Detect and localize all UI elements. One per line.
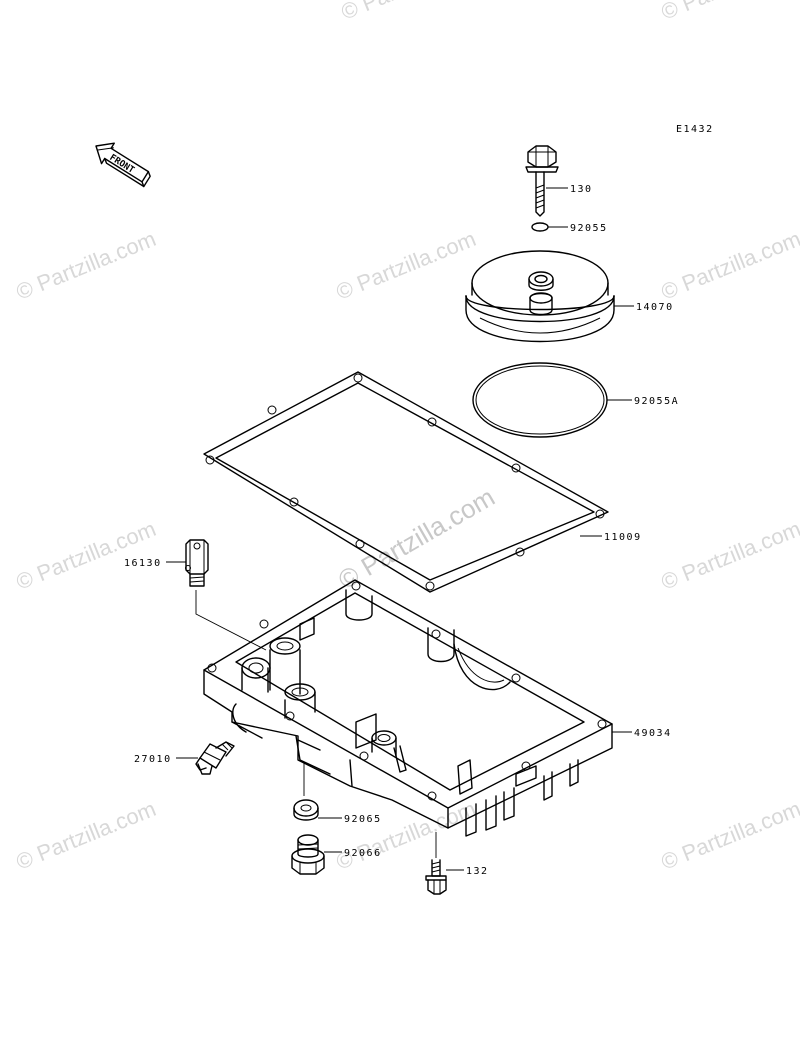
large-o-ring <box>472 362 608 438</box>
filter-cover <box>465 250 615 343</box>
leader-lines <box>166 187 634 871</box>
switch <box>195 741 235 775</box>
part-number[interactable]: 14070 <box>636 302 674 313</box>
part-number[interactable]: 132 <box>466 866 489 877</box>
drain-plug <box>291 834 325 875</box>
part-number[interactable]: 130 <box>570 184 593 195</box>
watermark: © Partzilla.com <box>13 796 160 875</box>
part-labels: 130 92055 14070 92055A 11009 16130 49034… <box>124 184 679 877</box>
part-number[interactable]: 92066 <box>344 848 382 859</box>
small-o-ring <box>531 222 549 232</box>
part-number[interactable]: 16130 <box>124 558 162 569</box>
front-arrow: FRONT <box>95 142 151 188</box>
washer <box>293 799 319 821</box>
watermark: © Partzilla.com <box>658 226 800 305</box>
pan-bolt <box>425 859 447 895</box>
oil-pan <box>203 579 613 837</box>
watermark: © Partzilla.com <box>333 226 480 305</box>
watermark: © Partzilla.com <box>13 516 160 595</box>
watermark: © Partzilla.com <box>13 226 160 305</box>
part-number[interactable]: 27010 <box>134 754 172 765</box>
part-number[interactable]: 92055 <box>570 223 608 234</box>
watermark: © Partzilla.com <box>658 796 800 875</box>
part-number[interactable]: 92055A <box>634 396 679 407</box>
gasket <box>203 371 609 593</box>
part-number[interactable]: 11009 <box>604 532 642 543</box>
watermark: © Partzilla.com <box>658 516 800 595</box>
part-number[interactable]: 49034 <box>634 728 672 739</box>
watermark: © Partzilla.com <box>658 0 800 25</box>
watermark: © Partzilla.com <box>338 0 485 25</box>
fitting <box>185 539 209 587</box>
part-number[interactable]: 92065 <box>344 814 382 825</box>
diagram-code: E1432 <box>676 124 714 135</box>
bolt <box>525 145 559 217</box>
